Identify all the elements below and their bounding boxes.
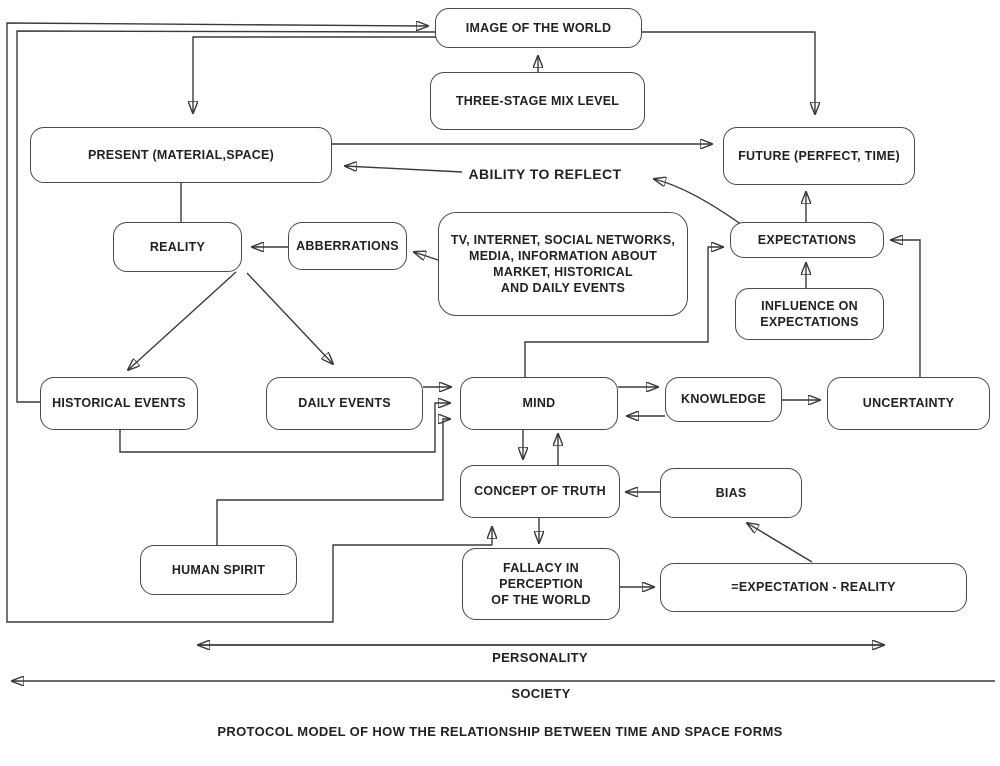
edge-expectations-to-ability (654, 179, 743, 226)
diagram-caption: PROTOCOL MODEL OF HOW THE RELATIONSHIP B… (217, 724, 783, 739)
edge-human-spirit-to-mind (216, 419, 450, 545)
label-ability-to-reflect: ABILITY TO REFLECT (468, 166, 622, 182)
node-mind: MIND (460, 377, 618, 430)
edge-loop-to-image (6, 23, 492, 623)
edge-historical-to-mind (119, 403, 450, 453)
node-human-spirit: HUMAN SPIRIT (140, 545, 297, 595)
edge-reality-to-historical (128, 271, 237, 370)
node-tv-media: TV, INTERNET, SOCIAL NETWORKS, MEDIA, IN… (438, 212, 688, 316)
node-expectation-minus-reality: =EXPECTATION - REALITY (660, 563, 967, 612)
edge-image-to-present (193, 36, 436, 113)
edge-image-to-future (642, 31, 815, 114)
node-influence-on-expectations: INFLUENCE ON EXPECTATIONS (735, 288, 884, 340)
node-historical-events: HISTORICAL EVENTS (40, 377, 198, 430)
node-future: FUTURE (PERFECT, TIME) (723, 127, 915, 185)
node-reality: REALITY (113, 222, 242, 272)
node-knowledge: KNOWLEDGE (665, 377, 782, 422)
node-fallacy: FALLACY IN PERCEPTION OF THE WORLD (462, 548, 620, 620)
node-uncertainty: UNCERTAINTY (827, 377, 990, 430)
edge-reality-to-daily (246, 272, 333, 364)
edge-historical-to-image (16, 30, 437, 403)
edge-uncertainty-to-expectations (891, 240, 921, 377)
label-personality: PERSONALITY (492, 650, 588, 665)
node-present: PRESENT (MATERIAL,SPACE) (30, 127, 332, 183)
node-abberrations: ABBERRATIONS (288, 222, 407, 270)
node-three-stage-mix-level: THREE-STAGE MIX LEVEL (430, 72, 645, 130)
edge-mind-to-expectations (524, 247, 723, 377)
node-daily-events: DAILY EVENTS (266, 377, 423, 430)
label-society: SOCIETY (511, 686, 571, 701)
node-concept-of-truth: CONCEPT OF TRUTH (460, 465, 620, 518)
node-expectations: EXPECTATIONS (730, 222, 884, 258)
edge-equation-to-bias (747, 523, 813, 563)
edge-ability-to-present (345, 166, 463, 173)
edge-tv-to-abberrations (414, 252, 442, 262)
node-bias: BIAS (660, 468, 802, 518)
node-image-of-the-world: IMAGE OF THE WORLD (435, 8, 642, 48)
